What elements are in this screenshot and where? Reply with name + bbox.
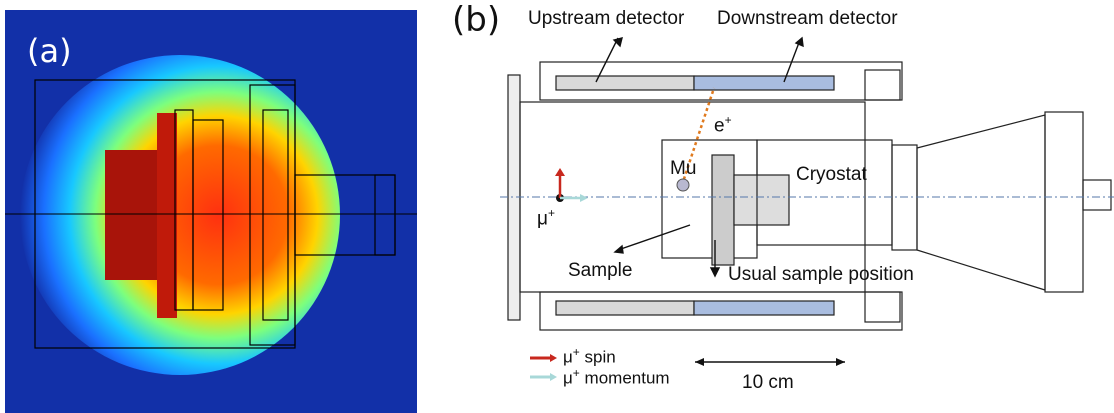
downstream-detector-bottom: [693, 300, 835, 316]
muon-spin-arrowhead: [555, 168, 565, 176]
sample-label: Sample: [568, 260, 633, 281]
right-flange: [864, 69, 901, 101]
upstream-detector-top: [555, 75, 695, 91]
legend-momentum-label: μ+ momentum: [563, 366, 670, 388]
scale-bar-right-head: [836, 358, 845, 366]
cold-finger: [733, 174, 790, 226]
upstream-leader: [595, 37, 619, 83]
usual-position-leader-head: [709, 267, 721, 278]
upstream-detector-label: Upstream detector: [528, 8, 685, 29]
cryostat-label: Cryostat: [796, 164, 867, 185]
scale-label: 10 cm: [742, 372, 794, 393]
muonium-label: Mu: [670, 158, 697, 179]
downstream-detector-top: [693, 75, 835, 91]
upstream-detector-bottom: [555, 300, 695, 316]
panel-a-label: (a): [27, 32, 72, 70]
field-hot-edge: [157, 113, 177, 318]
muon-label: μ+: [537, 206, 555, 230]
positron-label: e+: [714, 113, 732, 137]
sample-leader: [617, 224, 691, 251]
upstream-leader-head: [612, 37, 623, 48]
muonium-atom: [676, 178, 690, 192]
legend-momentum-arrowhead: [550, 373, 557, 381]
positron-track: [680, 87, 716, 186]
field-map-panel: (a): [5, 10, 417, 413]
legend-spin-arrowhead: [550, 354, 557, 362]
downstream-leader-head: [794, 36, 804, 48]
legend-spin-label: μ+ spin: [563, 345, 616, 367]
usual-sample-position-label: Usual sample position: [728, 264, 914, 285]
right-flange-bottom: [864, 291, 901, 323]
muon-momentum-arrowhead: [580, 194, 588, 202]
cryostat-port: [1082, 179, 1112, 211]
detector-housing-top: [539, 61, 903, 101]
downstream-leader: [783, 39, 801, 83]
cryostat-cone: [916, 114, 1046, 291]
cryostat-head: [1044, 111, 1084, 293]
panel-b-label: (b): [452, 0, 501, 40]
scale-bar-left-head: [695, 358, 704, 366]
sample-leader-head: [613, 244, 624, 254]
field-map-plot: [5, 55, 417, 375]
field-gradient: [20, 55, 340, 375]
downstream-detector-label: Downstream detector: [717, 8, 898, 29]
